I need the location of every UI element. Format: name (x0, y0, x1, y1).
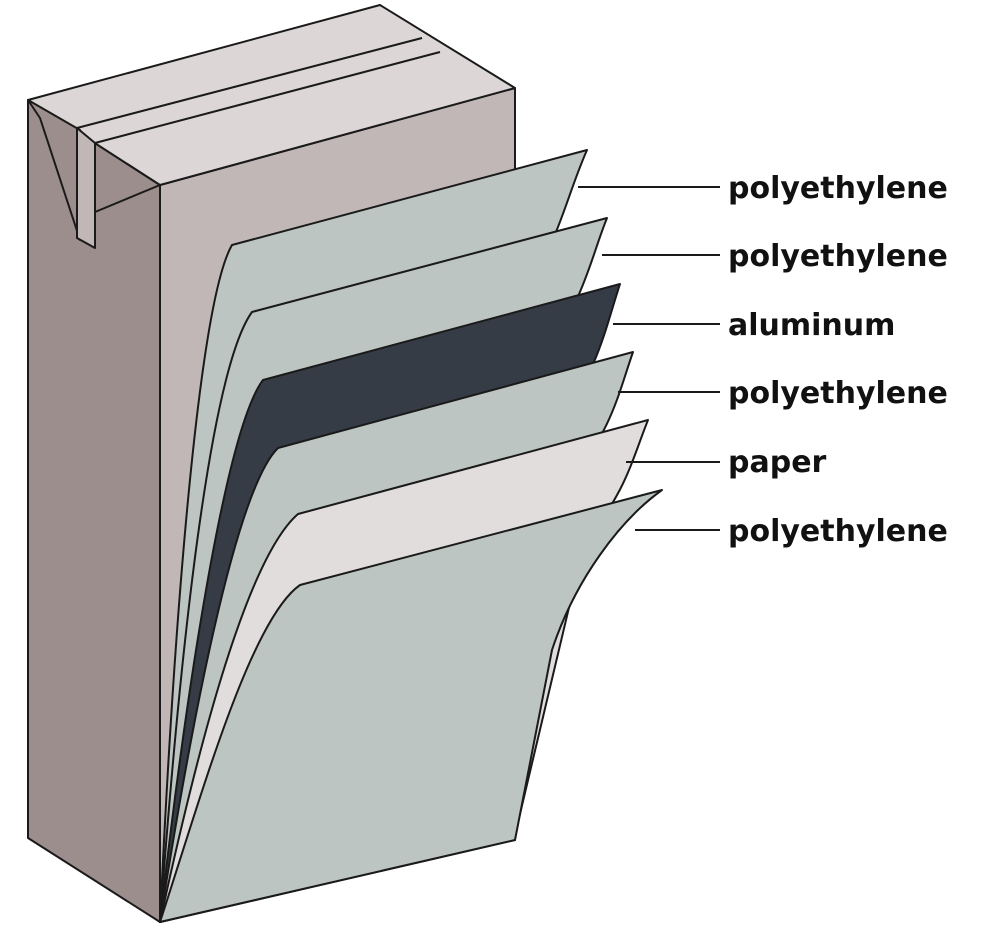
layer-sheet-6 (159, 489, 663, 923)
layer-label-1: polyethylene (728, 171, 948, 206)
layer-label-2: polyethylene (728, 239, 948, 274)
carton-top-face (27, 4, 516, 186)
carton-flap-fold (94, 184, 161, 213)
layer-label-6: polyethylene (728, 514, 948, 549)
leader-lines (578, 186, 720, 531)
carton-top-seal (76, 37, 441, 144)
layer-labels: polyethylene polyethylene aluminum polye… (728, 171, 948, 549)
layer-label-3: aluminum (728, 308, 895, 343)
layer-label-5: paper (728, 445, 827, 480)
layer-label-4: polyethylene (728, 376, 948, 411)
carton-side-flap-tab (76, 127, 96, 249)
peeling-layers (159, 149, 663, 923)
